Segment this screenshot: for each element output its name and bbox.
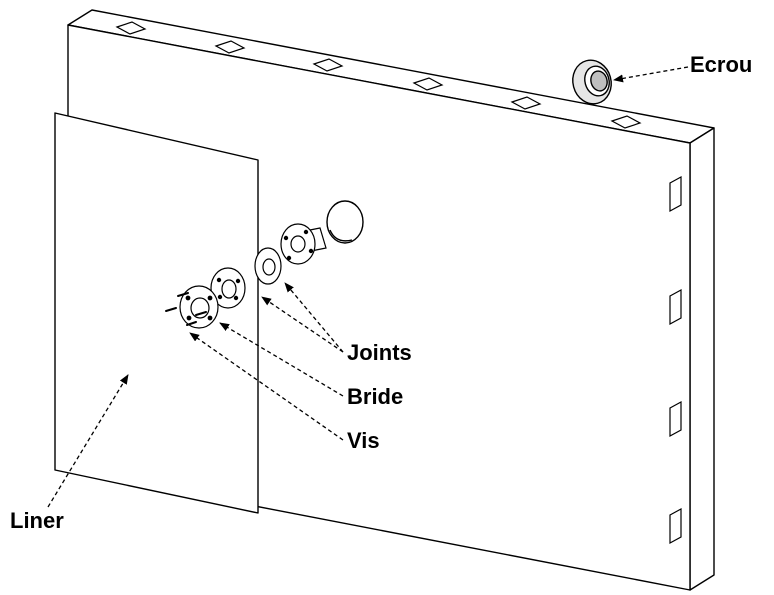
joint-ring-front bbox=[210, 267, 246, 309]
screws bbox=[165, 292, 207, 326]
top-slot bbox=[412, 77, 444, 91]
side-slot bbox=[669, 175, 682, 213]
label-bride: Bride bbox=[347, 384, 404, 409]
side-slot bbox=[669, 400, 682, 438]
side-slots bbox=[669, 175, 682, 545]
side-slot bbox=[669, 288, 682, 326]
flange-plate bbox=[179, 285, 219, 329]
top-slots bbox=[115, 21, 642, 129]
leader-ecrou bbox=[613, 66, 689, 83]
top-slot bbox=[610, 115, 642, 129]
leader-liner bbox=[47, 374, 129, 508]
leader-vis bbox=[189, 332, 344, 441]
label-joints: Joints bbox=[347, 340, 412, 365]
leader-joint-2 bbox=[261, 296, 344, 353]
cap-disk bbox=[326, 200, 364, 244]
leader-lines bbox=[47, 66, 689, 508]
top-slot bbox=[510, 96, 542, 110]
label-liner: Liner bbox=[10, 508, 64, 533]
nut bbox=[572, 59, 612, 105]
joint-ring-back bbox=[254, 247, 282, 285]
label-vis: Vis bbox=[347, 428, 380, 453]
leader-joint-1 bbox=[284, 282, 344, 353]
side-slot bbox=[669, 507, 682, 545]
flange-fitting bbox=[280, 223, 327, 265]
top-slot bbox=[214, 40, 246, 54]
liner-sheet bbox=[54, 112, 259, 514]
panel-side-face bbox=[689, 127, 715, 591]
leader-bride bbox=[219, 322, 344, 397]
top-slot bbox=[115, 21, 147, 35]
label-ecrou: Ecrou bbox=[690, 52, 753, 77]
top-slot bbox=[312, 58, 344, 72]
